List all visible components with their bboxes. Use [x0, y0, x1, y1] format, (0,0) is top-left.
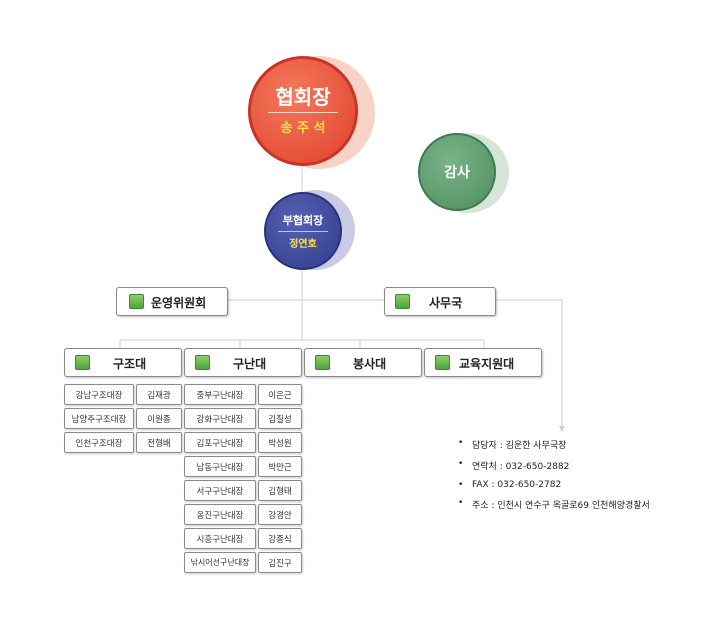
rescue-unit-cell: 남양주구조대장 — [64, 408, 134, 429]
department-education-icon — [435, 355, 450, 370]
salvage-leader-cell: 김진구 — [258, 552, 302, 573]
office-info-list: 담당자 : 김운한 사무국장 연락처 : 032-650-2882 FAX : … — [458, 438, 650, 511]
office-icon — [395, 294, 410, 309]
president-name: 송 주 석 — [280, 121, 326, 136]
department-salvage-label: 구난대 — [233, 357, 267, 371]
salvage-leader-cell: 김형태 — [258, 480, 302, 501]
office-info-item: 연락처 : 032-650-2882 — [458, 459, 650, 472]
salvage-unit-cell: 낚시어선구난대장 — [184, 552, 256, 573]
vice-president-title: 부협회장 — [282, 214, 324, 227]
committee-box[interactable]: 운영위원회 — [116, 287, 228, 316]
auditor-circle[interactable]: 감사 — [418, 133, 496, 211]
salvage-leader-cell: 강종식 — [258, 528, 302, 549]
salvage-unit-cell: 중부구난대장 — [184, 384, 256, 405]
vice-president-divider — [278, 231, 328, 232]
department-service-icon — [315, 355, 330, 370]
rescue-leader-cell: 전형배 — [136, 432, 182, 453]
office-info: 담당자 : 김운한 사무국장 연락처 : 032-650-2882 FAX : … — [458, 438, 650, 519]
salvage-leader-cell: 이은근 — [258, 384, 302, 405]
department-education-label: 교육지원대 — [459, 357, 515, 371]
committee-label: 운영위원회 — [151, 296, 207, 310]
office-label: 사무국 — [429, 296, 463, 310]
office-box[interactable]: 사무국 — [384, 287, 496, 316]
rescue-unit-cell: 인천구조대장 — [64, 432, 134, 453]
department-rescue-box[interactable]: 구조대 — [64, 348, 182, 377]
salvage-leader-cell: 박성원 — [258, 432, 302, 453]
office-info-item: 주소 : 인천시 연수구 옥골로69 인천해양경찰서 — [458, 498, 650, 511]
salvage-unit-cell: 강화구난대장 — [184, 408, 256, 429]
president-divider — [268, 112, 338, 113]
department-rescue-label: 구조대 — [113, 357, 147, 371]
salvage-leader-cell: 김칠성 — [258, 408, 302, 429]
salvage-unit-cell: 남동구난대장 — [184, 456, 256, 477]
office-info-item: 담당자 : 김운한 사무국장 — [458, 438, 650, 451]
department-rescue-icon — [75, 355, 90, 370]
office-info-item: FAX : 032-650-2782 — [458, 480, 650, 490]
office-info-line — [494, 299, 563, 428]
vice-president-name: 정연호 — [289, 239, 317, 250]
salvage-leader-cell: 박만근 — [258, 456, 302, 477]
department-education-box[interactable]: 교육지원대 — [424, 348, 542, 377]
committee-icon — [129, 294, 144, 309]
salvage-unit-cell: 서구구난대장 — [184, 480, 256, 501]
department-salvage-icon — [195, 355, 210, 370]
president-circle[interactable]: 협회장 송 주 석 — [248, 56, 358, 166]
salvage-unit-cell: 김포구난대장 — [184, 432, 256, 453]
department-service-label: 봉사대 — [353, 357, 387, 371]
rescue-leader-cell: 이원종 — [136, 408, 182, 429]
rescue-unit-cell: 강남구조대장 — [64, 384, 134, 405]
department-salvage-box[interactable]: 구난대 — [184, 348, 302, 377]
auditor-title: 감사 — [444, 165, 470, 181]
vice-president-circle[interactable]: 부협회장 정연호 — [264, 192, 342, 270]
president-title: 협회장 — [275, 85, 331, 109]
rescue-leader-cell: 김재광 — [136, 384, 182, 405]
salvage-unit-cell: 옹진구난대장 — [184, 504, 256, 525]
salvage-unit-cell: 시흥구난대장 — [184, 528, 256, 549]
department-service-box[interactable]: 봉사대 — [304, 348, 422, 377]
salvage-leader-cell: 강경안 — [258, 504, 302, 525]
